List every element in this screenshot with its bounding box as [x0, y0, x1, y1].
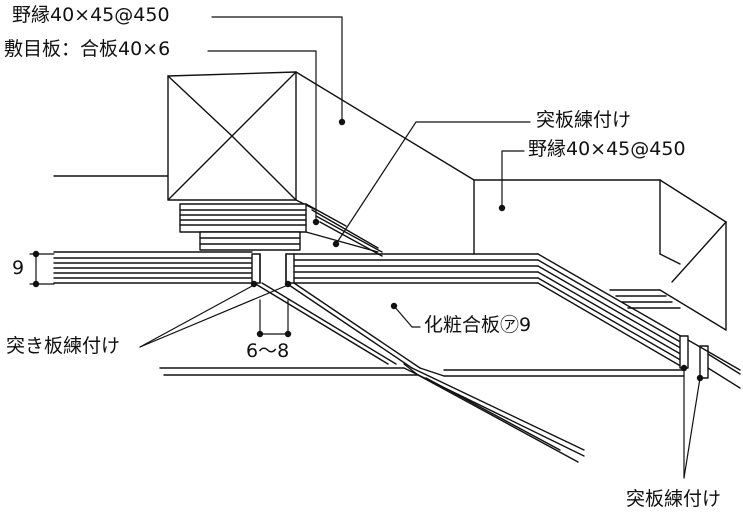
label-furring-top: 野縁40×45@450	[12, 4, 170, 26]
panel-joint	[251, 253, 295, 284]
decorative-panel	[253, 253, 685, 369]
right-joint	[679, 335, 741, 389]
label-furring-right: 野縁40×45@450	[528, 138, 686, 160]
left-panel-edge	[53, 251, 253, 284]
label-veneer-left: 突き板練付け	[6, 335, 121, 357]
label-dim-9: 9	[12, 257, 25, 279]
right-furring-strip	[473, 179, 727, 331]
label-veneer-bottom: 突板練付け	[626, 488, 722, 510]
left-furring-strip	[167, 71, 475, 211]
label-decorative-plywood: 化粧合板㋐9	[424, 314, 532, 336]
label-dim-6-8: 6〜8	[246, 340, 290, 362]
label-shikime-board: 敷目板：合板40×6	[4, 38, 171, 60]
leader-lines	[29, 16, 701, 479]
lower-panel-lines	[159, 363, 685, 463]
label-veneer-top: 突板練付け	[536, 109, 632, 131]
leader-dots	[32, 118, 704, 382]
shikime-board	[179, 203, 383, 257]
